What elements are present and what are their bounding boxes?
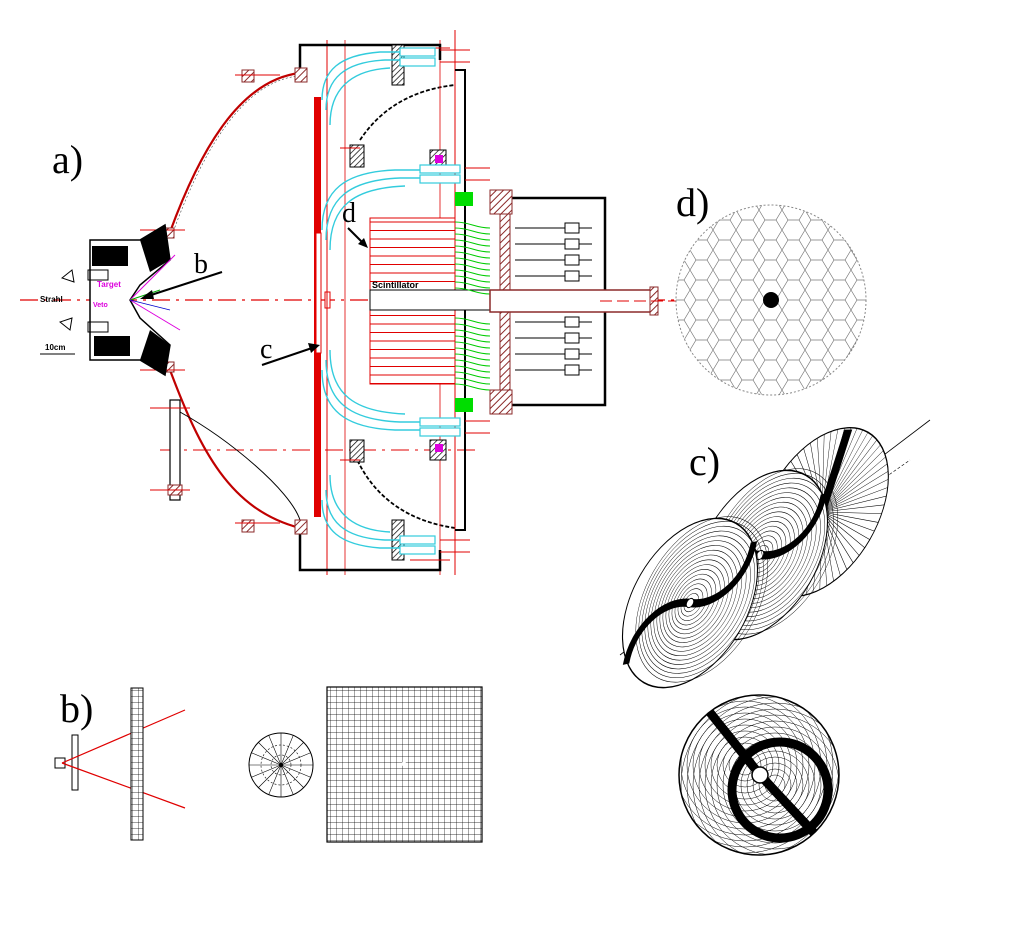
scintillator-label: Scintillator xyxy=(372,280,419,290)
panel-d-label: d) xyxy=(676,180,709,225)
svg-text:10cm: 10cm xyxy=(45,343,65,352)
svg-text:Veto: Veto xyxy=(93,302,108,309)
pointer-c: c xyxy=(260,334,320,366)
svg-text:b: b xyxy=(194,249,208,280)
panel-b: b) xyxy=(54,686,483,843)
svg-text:c: c xyxy=(260,334,272,365)
detector-strip xyxy=(130,687,144,841)
svg-text:d: d xyxy=(342,198,356,229)
panel-d-hex-array: d) xyxy=(675,180,867,396)
panel-b-label: b) xyxy=(60,686,93,731)
panel-a-label: a) xyxy=(52,137,83,182)
pointer-b: b xyxy=(140,249,223,299)
panel-c-spiral-disks: c) xyxy=(619,419,931,689)
chamber-upper xyxy=(168,71,301,233)
svg-text:Target: Target xyxy=(97,280,121,289)
svg-text:Strahl: Strahl xyxy=(40,295,63,304)
beam-hole xyxy=(763,292,779,308)
panel-c-label: c) xyxy=(689,439,720,484)
panel-a-detector: Scintillator S xyxy=(20,30,700,575)
pointer-d: d xyxy=(342,198,368,248)
scintillator-block: Scintillator xyxy=(369,217,493,385)
target-assembly: Strahl Target Veto 10cm xyxy=(40,223,181,377)
chamber-lower xyxy=(168,369,301,530)
